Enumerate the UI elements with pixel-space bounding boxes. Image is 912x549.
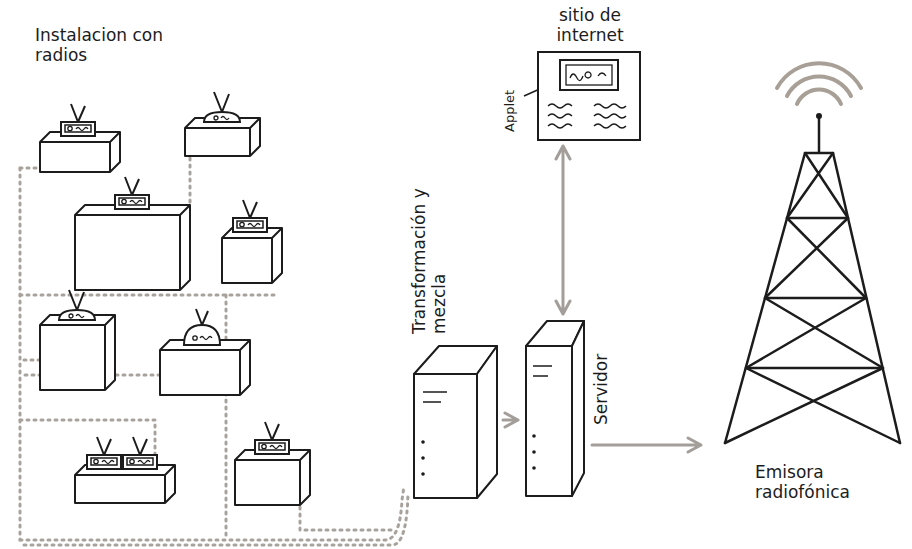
node-outline xyxy=(522,318,588,500)
node-label: Transformación y mezcla xyxy=(410,174,449,334)
arrow-connector xyxy=(503,413,518,427)
callout-label: Applet xyxy=(503,90,518,132)
dotted-wires xyxy=(20,158,408,545)
node-outline xyxy=(705,68,910,453)
radio-tower: Emisora radiofónica xyxy=(705,68,910,503)
node-label: sitio de internet xyxy=(530,6,650,45)
arrow-connector xyxy=(592,438,701,452)
node-outline xyxy=(407,342,499,502)
node-label: Servidor xyxy=(592,354,612,425)
node-outline xyxy=(536,50,642,142)
server-box: Servidor xyxy=(522,318,627,503)
server-box: Transformación y mezcla xyxy=(402,170,502,502)
desks xyxy=(40,118,310,505)
node-label: Emisora radiofónica xyxy=(755,463,885,502)
website-box: sitio de internet xyxy=(530,6,650,142)
group-heading: Instalacion con radios xyxy=(35,26,165,65)
radios xyxy=(59,92,289,469)
arrow-connector xyxy=(556,146,570,314)
